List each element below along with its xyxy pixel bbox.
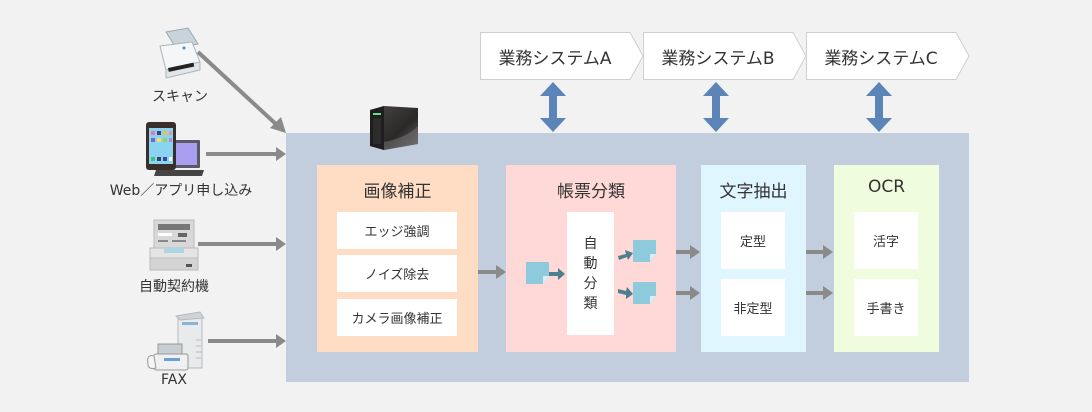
arrow-system-b bbox=[703, 82, 729, 132]
input-label-fax: FAX bbox=[161, 372, 187, 388]
document-icon-input bbox=[526, 262, 549, 284]
scanner-icon bbox=[150, 26, 210, 86]
item-fixed-format: 定型 bbox=[721, 212, 785, 269]
item-noise-removal: ノイズ除去 bbox=[337, 255, 457, 292]
document-icon-output-2 bbox=[633, 282, 656, 304]
fax-copier-icon bbox=[144, 310, 206, 372]
arrow-scan-to-platform bbox=[196, 50, 280, 128]
input-label-scan: スキャン bbox=[152, 89, 208, 105]
document-arrow bbox=[618, 287, 633, 299]
item-edge-enhance: エッジ強調 bbox=[337, 212, 457, 249]
auto-classify-char: 動 bbox=[583, 255, 598, 272]
auto-classify-char: 分 bbox=[583, 275, 598, 292]
auto-classify-box: 自 動 分 類 bbox=[567, 212, 614, 335]
stage-image-correction: 画像補正 エッジ強調 ノイズ除去 カメラ画像補正 bbox=[317, 165, 478, 352]
document-arrow bbox=[618, 250, 633, 260]
item-free-format: 非定型 bbox=[721, 279, 785, 336]
auto-classify-char: 類 bbox=[583, 295, 598, 312]
kiosk-machine-icon bbox=[148, 218, 200, 272]
arrow-system-c bbox=[866, 82, 892, 132]
item-printed: 活字 bbox=[854, 212, 918, 269]
stage-title: 帳票分類 bbox=[557, 182, 625, 202]
document-icon-output-1 bbox=[633, 240, 656, 262]
stage-title: 文字抽出 bbox=[719, 182, 788, 202]
input-label-kiosk: 自動契約機 bbox=[139, 279, 209, 295]
stage-character-extraction: 文字抽出 定型 非定型 bbox=[701, 165, 806, 352]
arrow-system-a bbox=[540, 82, 566, 132]
stage-title: OCR bbox=[867, 177, 906, 197]
input-label-web-app: Web／アプリ申し込み bbox=[109, 183, 253, 199]
tablet-laptop-icon bbox=[142, 120, 204, 178]
business-system-a-label: 業務システムA bbox=[498, 48, 612, 69]
business-system-c-label: 業務システムC bbox=[824, 48, 938, 69]
stage-ocr: OCR 活字 手書き bbox=[834, 165, 939, 352]
bidirectional-arrows bbox=[540, 82, 892, 132]
business-system-b-label: 業務システムB bbox=[661, 48, 775, 69]
document-arrow bbox=[549, 268, 565, 280]
stage-title: 画像補正 bbox=[363, 182, 432, 202]
item-camera-correction: カメラ画像補正 bbox=[337, 299, 457, 336]
item-handwritten: 手書き bbox=[854, 279, 918, 336]
stage-form-classification: 帳票分類 自 動 分 類 bbox=[506, 165, 676, 352]
server-icon bbox=[366, 104, 420, 152]
auto-classify-char: 自 bbox=[583, 235, 598, 252]
